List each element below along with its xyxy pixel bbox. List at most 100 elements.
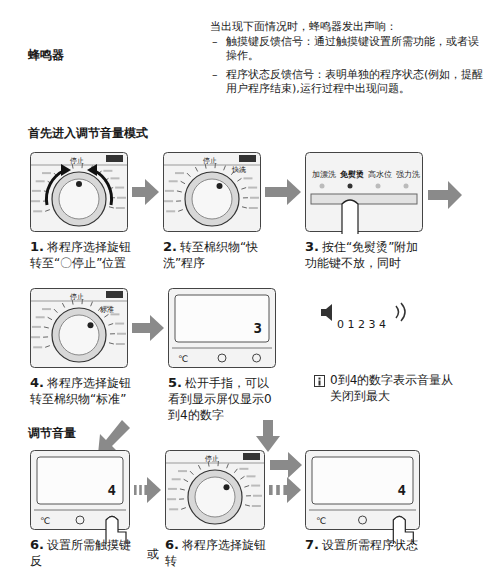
pointer-arrow bbox=[256, 420, 280, 452]
program-name-mark bbox=[115, 323, 124, 325]
dial-indicator bbox=[217, 183, 223, 189]
dial-tick bbox=[243, 197, 248, 198]
panel-outline bbox=[164, 153, 261, 232]
step-caption: 3.按住“免熨烫”附加功能键不放，同时 bbox=[305, 239, 427, 271]
arrow-shaft bbox=[132, 187, 145, 197]
dial-tick bbox=[198, 465, 200, 469]
text-label: 0 1 2 3 4 bbox=[337, 318, 386, 332]
program-name-mark bbox=[103, 170, 112, 172]
program-name-mark bbox=[250, 197, 259, 199]
step-text: 将程序选择旋钮转 bbox=[165, 538, 266, 568]
indicator-led bbox=[376, 184, 381, 189]
step-number: 3. bbox=[305, 239, 319, 254]
dial-tick bbox=[242, 207, 247, 208]
touch-key bbox=[218, 354, 226, 362]
program-name-mark bbox=[42, 172, 51, 174]
arrow-shaft bbox=[134, 485, 137, 495]
arrow-shaft bbox=[139, 485, 142, 495]
step-number: 2. bbox=[163, 239, 177, 254]
program-dial bbox=[185, 172, 239, 226]
program-name-mark bbox=[169, 180, 178, 182]
step-number: 6. bbox=[30, 537, 44, 552]
lcd-screen bbox=[312, 457, 413, 504]
text-label: 蜂鸣器 bbox=[28, 48, 64, 64]
lcd-screen bbox=[37, 457, 123, 504]
finger bbox=[342, 200, 358, 234]
text-label: 首先进入调节音量模式 bbox=[28, 126, 148, 142]
indicator-led bbox=[348, 184, 353, 189]
dial-indicator bbox=[76, 181, 82, 187]
text-label: 触摸键反馈信号：通过触摸键设置所需功能，或者误操作。 bbox=[226, 35, 488, 64]
text-label: 停止 bbox=[205, 455, 219, 464]
instruction-panel: 2.转至棉织物“快洗”程序 bbox=[163, 152, 273, 271]
program-name-mark bbox=[36, 316, 45, 318]
dial-tick bbox=[54, 309, 57, 313]
panel-outline bbox=[306, 153, 423, 232]
text-label: 停止 bbox=[203, 157, 217, 166]
instruction-panel: 3.按住“免熨烫”附加功能键不放，同时 bbox=[305, 152, 427, 271]
dial-tick bbox=[177, 191, 182, 192]
turn-arrowhead bbox=[87, 164, 97, 176]
arrowhead bbox=[287, 179, 301, 205]
button-bar bbox=[309, 510, 416, 511]
dial-tick bbox=[45, 210, 50, 212]
dial-tick bbox=[48, 317, 52, 319]
program-name-mark bbox=[253, 495, 262, 497]
program-dial bbox=[52, 172, 106, 226]
program-name-mark bbox=[31, 336, 40, 338]
arrow-shaft bbox=[132, 323, 150, 333]
step-number: 6. bbox=[165, 537, 179, 552]
dial-tick bbox=[245, 505, 250, 506]
step-caption: 1.将程序选择旋钮转至“〇停止”位置 bbox=[30, 239, 140, 271]
dial-inner bbox=[195, 477, 235, 517]
step-text: 设置所需触摸键反 bbox=[30, 538, 131, 568]
step-text: 转至棉织物“快洗”程序 bbox=[163, 240, 258, 270]
panel-outline bbox=[166, 451, 265, 530]
program-dial bbox=[52, 308, 106, 362]
lcd-screen bbox=[175, 295, 269, 342]
dial-tick bbox=[241, 188, 246, 190]
flow-arrow bbox=[269, 477, 301, 503]
dial-tick bbox=[227, 464, 229, 469]
text-label: 或 bbox=[147, 547, 159, 563]
step-caption: 4.将程序选择旋钮转至棉织物“标准” bbox=[30, 375, 140, 407]
step-text: 松开手指，可以看到显示屏仅显示0到4的数字 bbox=[168, 376, 272, 422]
arrow-shaft bbox=[269, 485, 273, 495]
text-label: – bbox=[212, 68, 218, 82]
instruction-panel: 47.设置所需程序状态 bbox=[305, 450, 423, 553]
dial-inner bbox=[192, 179, 232, 219]
program-name-mark bbox=[165, 190, 174, 192]
dial-tick bbox=[109, 207, 114, 208]
instruction-panel: 4.将程序选择旋钮转至棉织物“标准” bbox=[30, 288, 140, 407]
program-name-mark bbox=[31, 200, 40, 202]
panel-outline bbox=[31, 153, 128, 232]
arrowhead bbox=[147, 477, 161, 503]
flow-arrow bbox=[428, 181, 462, 209]
program-name-mark bbox=[117, 197, 126, 199]
program-name-mark bbox=[36, 180, 45, 182]
program-name-mark bbox=[164, 200, 173, 202]
dial-tick bbox=[190, 471, 193, 475]
program-name-mark bbox=[169, 508, 178, 510]
step-number: 7. bbox=[305, 537, 319, 552]
text-label: 当出现下面情况时，蜂鸣器发出声响： bbox=[210, 20, 495, 34]
program-name-mark bbox=[248, 187, 257, 189]
arrowhead bbox=[287, 477, 301, 503]
dial-tick bbox=[187, 173, 190, 177]
text-label: 0到4的数字表示音量从关闭到最大 bbox=[330, 373, 460, 404]
program-name-mark bbox=[239, 468, 248, 470]
instruction-panel: 6.将程序选择旋钮转 bbox=[165, 450, 275, 568]
text-label: – bbox=[212, 35, 218, 49]
turn-arrowhead bbox=[61, 164, 71, 176]
dial-tick bbox=[178, 210, 183, 212]
text-label: ℃ bbox=[316, 516, 326, 528]
dial-tick bbox=[224, 166, 226, 171]
arrow-shaft bbox=[144, 485, 147, 495]
display-digit: 3 bbox=[254, 321, 262, 335]
arrowhead bbox=[150, 315, 164, 341]
program-name-mark bbox=[166, 210, 175, 212]
dial-indicator bbox=[223, 484, 229, 490]
dial-tick bbox=[91, 302, 93, 307]
step-number: 5. bbox=[168, 375, 182, 390]
program-name-mark bbox=[110, 177, 119, 179]
